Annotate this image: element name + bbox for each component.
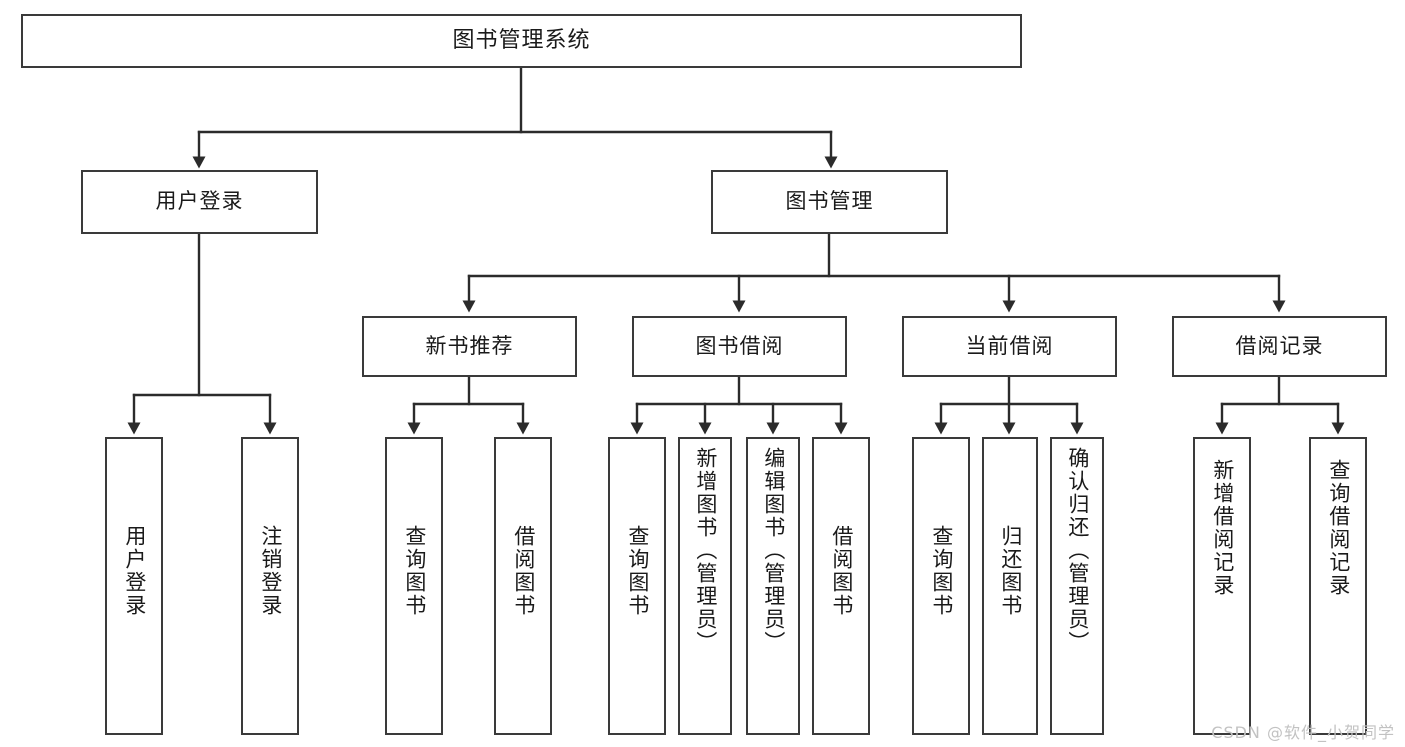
leaf-current-borrow-return-book[interactable]: 归还图书 [982,437,1038,735]
leaf-new-book-query-book[interactable]: 查询图书 [385,437,443,735]
leaf-new-book-borrow-book[interactable]: 借阅图书 [494,437,552,735]
node-label: 注销登录 [258,525,283,617]
node-label: 查询图书 [402,525,427,617]
leaf-borrow-record-add-record[interactable]: 新增借阅记录 [1193,437,1251,735]
node-label: 新书推荐 [425,333,514,358]
node-label: 当前借阅 [965,333,1054,358]
node-label: 新增图书（管理员） [693,447,718,654]
node-label: 用户登录 [122,525,147,617]
leaf-book-borrow-query-book[interactable]: 查询图书 [608,437,666,735]
node-label: 查询图书 [625,525,650,617]
node-label: 查询图书 [929,525,954,617]
node-label: 确认归还（管理员） [1065,447,1090,654]
node-label: 新增借阅记录 [1210,459,1235,597]
node-borrow-record[interactable]: 借阅记录 [1172,316,1387,377]
node-book-management[interactable]: 图书管理 [711,170,948,234]
leaf-book-borrow-edit-book-admin[interactable]: 编辑图书（管理员） [746,437,800,735]
leaf-borrow-record-query-record[interactable]: 查询借阅记录 [1309,437,1367,735]
leaf-current-borrow-query-book[interactable]: 查询图书 [912,437,970,735]
csdn-watermark: CSDN @软件_小贺同学 [1211,723,1395,742]
node-label: 归还图书 [998,525,1023,617]
node-current-borrow[interactable]: 当前借阅 [902,316,1117,377]
node-label: 借阅记录 [1235,333,1324,358]
node-book-borrow[interactable]: 图书借阅 [632,316,847,377]
node-label: 用户登录 [155,189,244,214]
node-label: 图书管理 [785,189,874,214]
leaf-user-login-logout[interactable]: 注销登录 [241,437,299,735]
node-new-book-recommend[interactable]: 新书推荐 [362,316,577,377]
node-label: 图书管理系统 [452,27,591,53]
node-label: 借阅图书 [829,525,854,617]
node-label: 借阅图书 [511,525,536,617]
node-root-book-management-system[interactable]: 图书管理系统 [21,14,1022,68]
node-user-login[interactable]: 用户登录 [81,170,318,234]
leaf-user-login-login[interactable]: 用户登录 [105,437,163,735]
node-label: 编辑图书（管理员） [761,447,786,654]
node-label: 查询借阅记录 [1326,459,1351,597]
leaf-book-borrow-borrow-book[interactable]: 借阅图书 [812,437,870,735]
leaf-book-borrow-add-book-admin[interactable]: 新增图书（管理员） [678,437,732,735]
node-label: 图书借阅 [695,333,784,358]
leaf-current-borrow-confirm-return-admin[interactable]: 确认归还（管理员） [1050,437,1104,735]
